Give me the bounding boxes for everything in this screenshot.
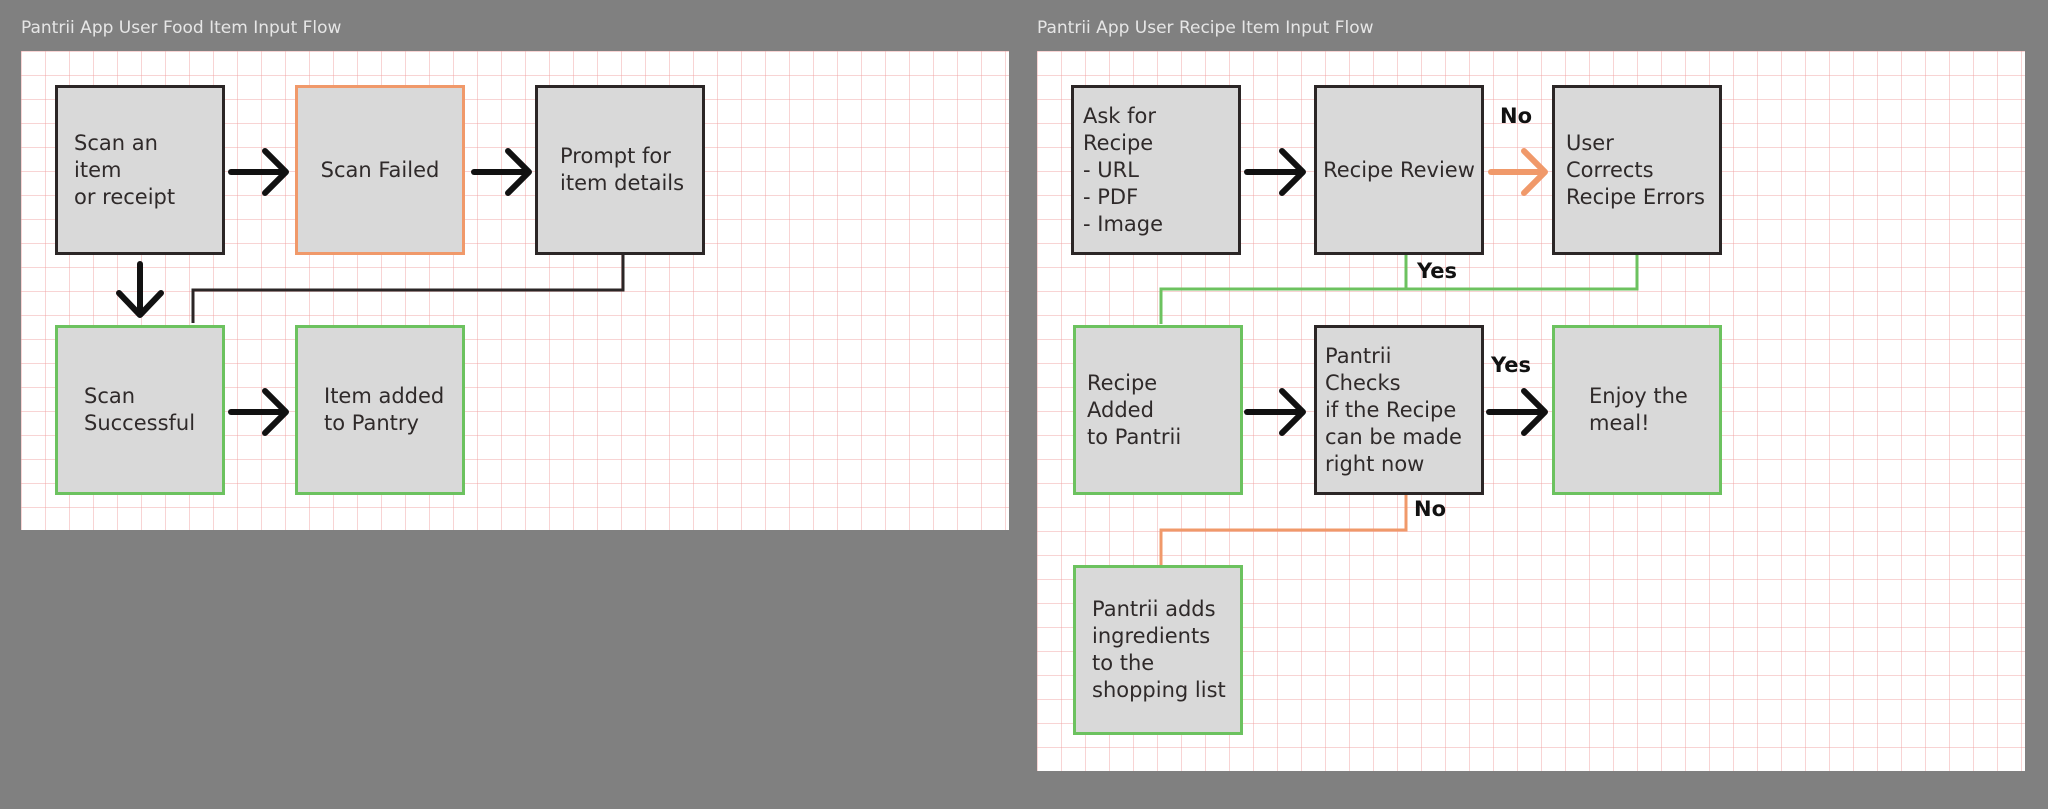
arrow-failed-to-prompt xyxy=(471,148,532,196)
edge-label-review-no: No xyxy=(1500,104,1533,128)
enjoy-meal-box: Enjoy the meal! xyxy=(1552,325,1722,495)
arrow-scan-to-failed xyxy=(228,148,289,196)
scan-successful-box: Scan Successful xyxy=(55,325,225,495)
prompt-details-box: Prompt for item details xyxy=(535,85,705,255)
edge-label-check-yes: Yes xyxy=(1491,353,1532,377)
food-flow-title: Pantrii App User Food Item Input Flow xyxy=(21,18,342,38)
line-review-to-added xyxy=(1159,255,1408,324)
arrow-ask-to-review xyxy=(1244,148,1306,196)
arrow-review-to-corrects xyxy=(1488,148,1548,196)
line-prompt-to-successful xyxy=(191,255,625,323)
edge-label-review-yes: Yes xyxy=(1417,259,1458,283)
line-checks-to-ingredients xyxy=(1159,495,1408,565)
edge-label-check-no: No xyxy=(1414,497,1447,521)
recipe-flow-title: Pantrii App User Recipe Item Input Flow xyxy=(1037,18,1374,38)
item-added-box: Item added to Pantry xyxy=(295,325,465,495)
arrow-scan-to-successful xyxy=(116,261,164,318)
arrow-checks-to-enjoy xyxy=(1486,388,1548,436)
recipe-flow-frame: Ask for Recipe - URL - PDF - Image Recip… xyxy=(1037,51,2025,771)
arrow-successful-to-added xyxy=(228,388,289,436)
pantrii-checks-box: Pantrii Checks if the Recipe can be made… xyxy=(1314,325,1484,495)
adds-ingredients-box: Pantrii adds ingredients to the shopping… xyxy=(1073,565,1243,735)
recipe-review-box: Recipe Review xyxy=(1314,85,1484,255)
scan-item-box: Scan an item or receipt xyxy=(55,85,225,255)
user-corrects-box: User Corrects Recipe Errors xyxy=(1552,85,1722,255)
food-flow-frame: Scan an item or receipt Scan Failed Prom… xyxy=(21,51,1009,530)
ask-recipe-box: Ask for Recipe - URL - PDF - Image xyxy=(1071,85,1241,255)
arrow-added-to-checks xyxy=(1244,388,1306,436)
recipe-added-box: Recipe Added to Pantrii xyxy=(1073,325,1243,495)
scan-failed-box: Scan Failed xyxy=(295,85,465,255)
